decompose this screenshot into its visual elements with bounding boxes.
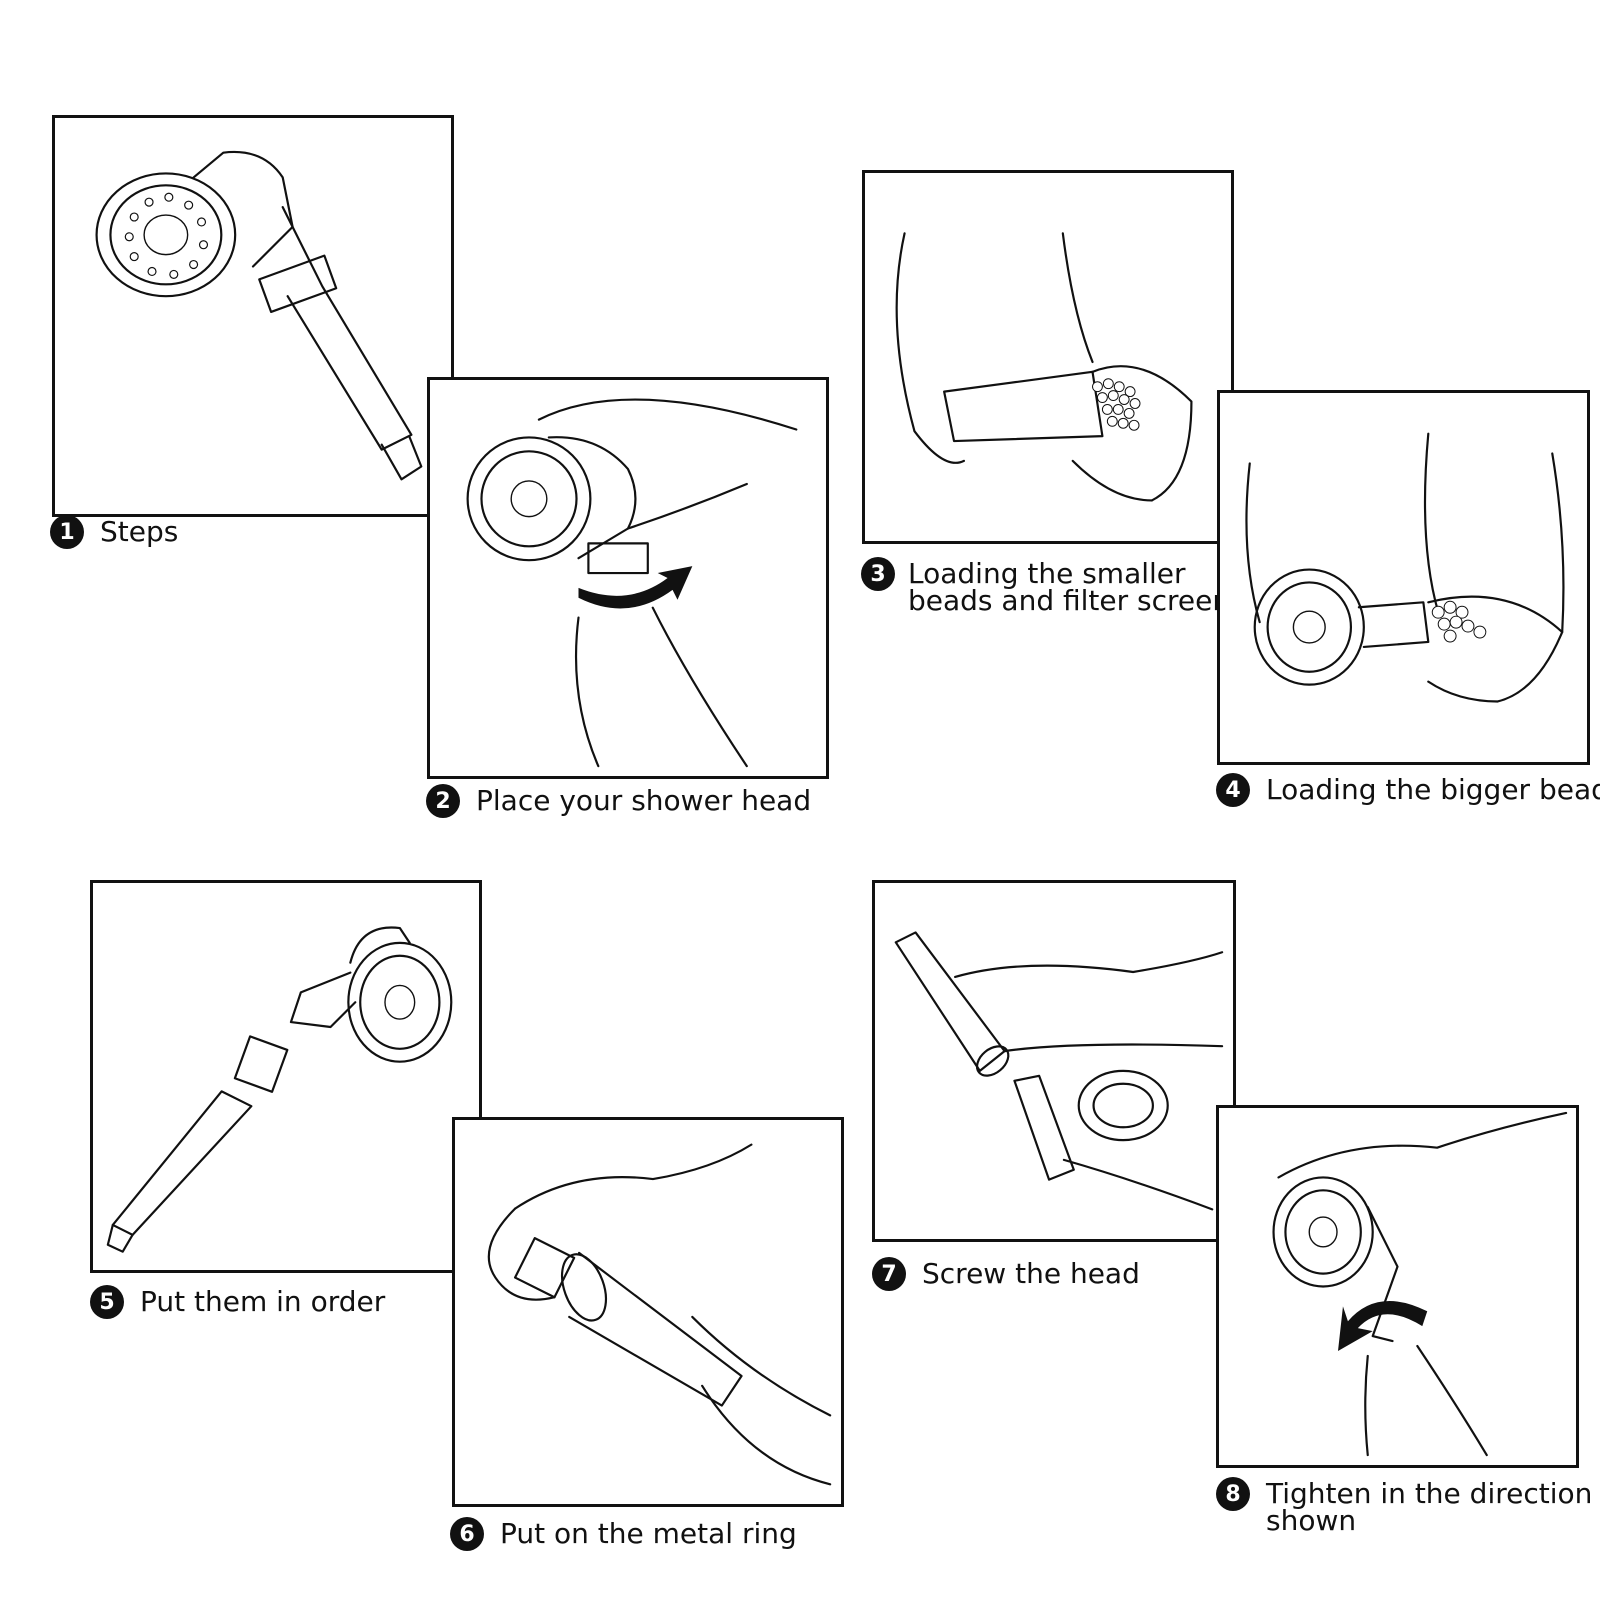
step-6-illustration [452, 1117, 844, 1507]
screw-head-icon [894, 931, 1224, 1211]
step-1-label: Steps [100, 515, 179, 548]
step-4-number: 4 [1216, 773, 1250, 807]
step-3-illustration [862, 170, 1234, 544]
step-4-illustration [1217, 390, 1590, 765]
step-4-label: Loading the bigger beads [1266, 773, 1600, 806]
step-7-illustration [872, 880, 1236, 1242]
step-2-caption: 2 Place your shower head [426, 784, 812, 818]
step-3-caption: 3 Loading the smaller beads and filter s… [861, 557, 1231, 617]
step-1-number: 1 [50, 515, 84, 549]
step-8-number: 8 [1216, 1477, 1250, 1511]
step-7-caption: 7 Screw the head [872, 1257, 1140, 1291]
step-2-label: Place your shower head [476, 784, 812, 817]
tighten-arrow-icon [1272, 1111, 1568, 1457]
step-7-label: Screw the head [922, 1257, 1140, 1290]
step-7-number: 7 [872, 1257, 906, 1291]
step-5-number: 5 [90, 1285, 124, 1319]
step-5-caption: 5 Put them in order [90, 1285, 386, 1319]
step-8-illustration [1216, 1105, 1579, 1468]
step-3-number: 3 [861, 557, 895, 591]
step-4-caption: 4 Loading the bigger beads [1216, 773, 1600, 807]
shower-head-assembled-icon [95, 150, 423, 481]
exploded-parts-icon [106, 926, 453, 1253]
step-2-number: 2 [426, 784, 460, 818]
pour-small-beads-icon [895, 232, 1193, 502]
step-6-label: Put on the metal ring [500, 1517, 797, 1550]
step-1-caption: 1 Steps [50, 515, 179, 549]
step-6-caption: 6 Put on the metal ring [450, 1517, 797, 1551]
step-6-number: 6 [450, 1517, 484, 1551]
step-5-label: Put them in order [140, 1285, 386, 1318]
unscrew-shower-head-icon [466, 398, 798, 768]
step-5-illustration [90, 880, 482, 1273]
step-2-illustration [427, 377, 829, 779]
step-3-label: Loading the smaller beads and filter scr… [908, 557, 1231, 617]
attach-metal-ring-icon [487, 1143, 832, 1486]
step-8-label: Tighten in the direction shown [1266, 1477, 1593, 1537]
pour-big-beads-icon [1245, 432, 1565, 703]
step-1-illustration [52, 115, 454, 517]
step-8-caption: 8 Tighten in the direction shown [1216, 1477, 1593, 1537]
